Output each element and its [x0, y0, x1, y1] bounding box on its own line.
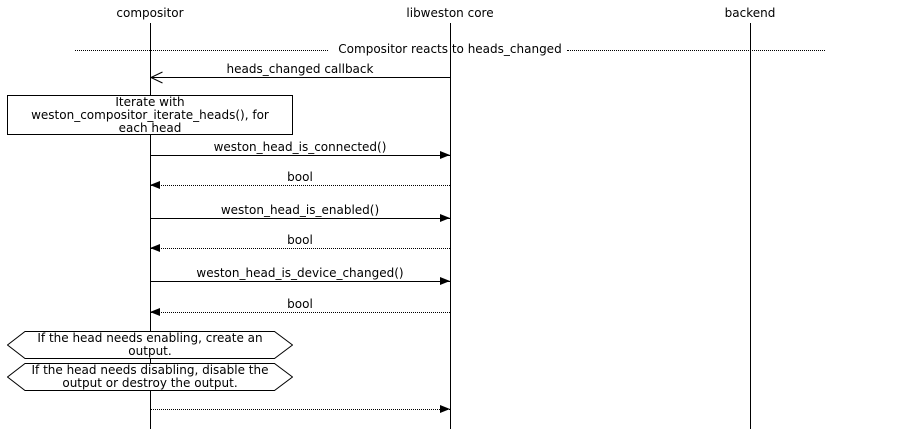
- filled-arrowhead-left-icon: [150, 181, 160, 189]
- note-line: output or destroy the output.: [62, 376, 238, 390]
- note-line: Iterate with: [115, 95, 185, 109]
- hexagon-box-shape: [7, 363, 293, 391]
- note-line: each head: [118, 121, 182, 135]
- filled-arrowhead-right-icon: [440, 277, 450, 285]
- lifeline-libweston-core: [450, 23, 451, 429]
- note-line: weston_compositor_iterate_heads(), for: [31, 108, 269, 122]
- note-iterate-heads: Iterate with weston_compositor_iterate_h…: [7, 95, 293, 135]
- filled-arrowhead-left-icon: [150, 244, 160, 252]
- filled-arrowhead-right-icon: [440, 405, 450, 413]
- message-line: [150, 312, 450, 313]
- divider-line-right: [567, 50, 825, 51]
- hexagon-box-shape: [7, 331, 293, 359]
- message-label-head-is-device-changed: weston_head_is_device_changed(): [196, 266, 404, 280]
- message-line: [150, 77, 450, 78]
- message-label-heads-changed-callback: heads_changed callback: [226, 62, 374, 76]
- filled-arrowhead-left-icon: [150, 308, 160, 316]
- message-label-bool: bool: [287, 233, 313, 247]
- divider-line-left: [75, 50, 328, 51]
- message-line: [150, 185, 450, 186]
- message-line: [150, 155, 450, 156]
- lifeline-backend: [750, 23, 751, 429]
- message-label-bool: bool: [287, 170, 313, 184]
- note-line: If the head needs disabling, disable the: [31, 363, 269, 377]
- participant-label-backend: backend: [724, 6, 776, 20]
- note-line: If the head needs enabling, create an: [37, 331, 263, 345]
- note-needs-enabling: If the head needs enabling, create an ou…: [7, 331, 293, 359]
- participant-label-libweston-core: libweston core: [406, 6, 494, 20]
- message-label-head-is-connected: weston_head_is_connected(): [213, 140, 387, 154]
- message-line: [150, 281, 450, 282]
- note-needs-disabling: If the head needs disabling, disable the…: [7, 363, 293, 391]
- open-arrowhead-icon: [150, 71, 163, 84]
- message-line: [150, 409, 450, 410]
- note-line: output.: [128, 344, 172, 358]
- message-label-bool: bool: [287, 297, 313, 311]
- participant-label-compositor: compositor: [116, 6, 184, 20]
- filled-arrowhead-right-icon: [440, 214, 450, 222]
- message-label-head-is-enabled: weston_head_is_enabled(): [220, 203, 380, 217]
- divider-label: Compositor reacts to heads_changed: [338, 42, 562, 56]
- lifeline-compositor: [150, 23, 151, 429]
- filled-arrowhead-right-icon: [440, 151, 450, 159]
- message-line: [150, 218, 450, 219]
- message-line: [150, 248, 450, 249]
